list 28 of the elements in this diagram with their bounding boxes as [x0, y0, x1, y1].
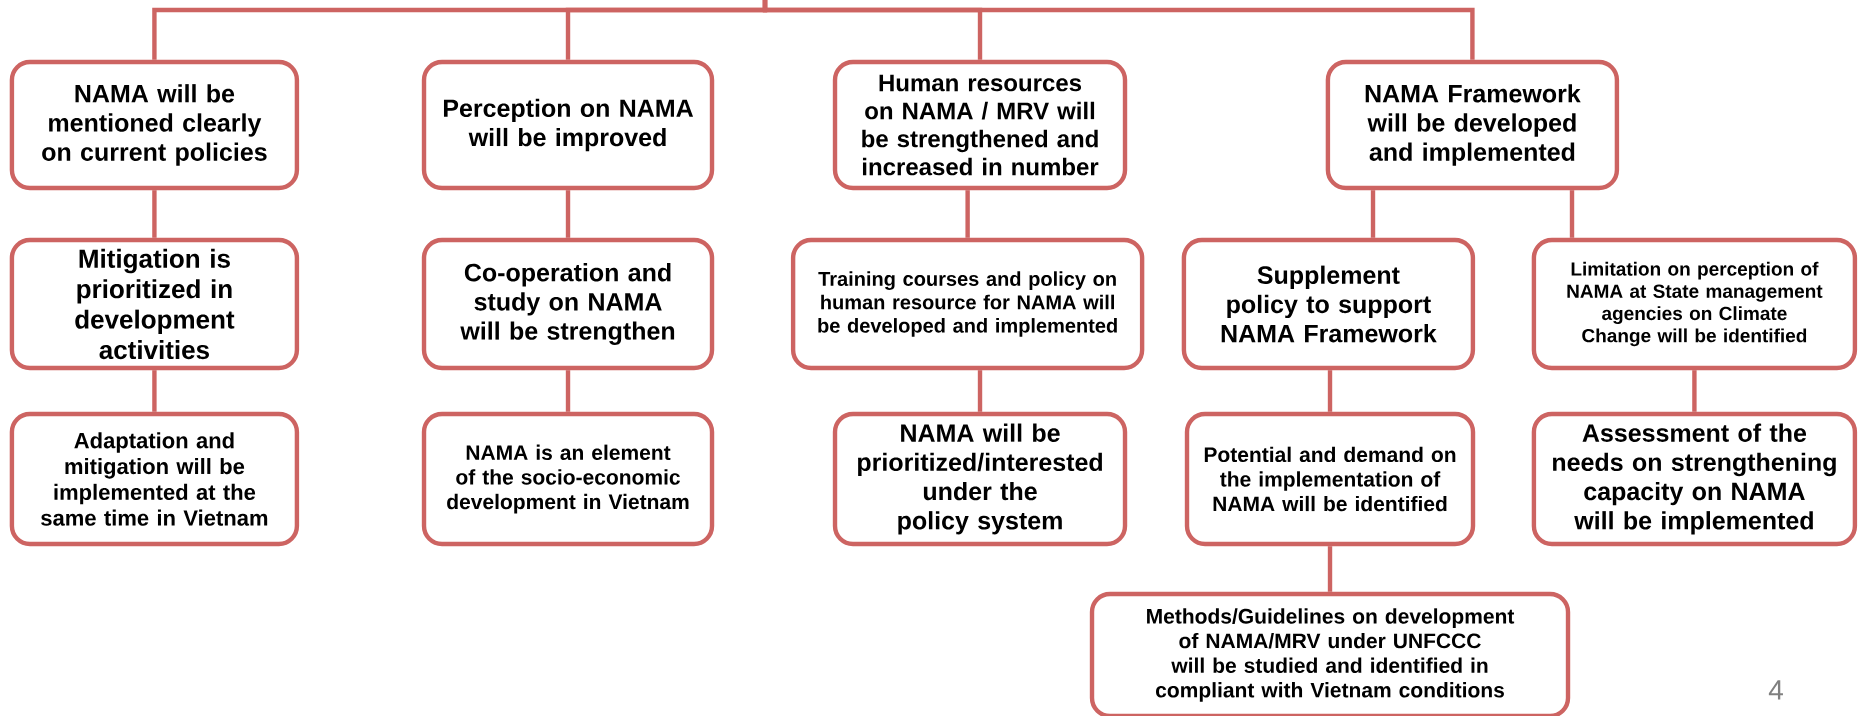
text-box: Adaptation and mitigation will be implemented at the same time in Vietnam — [9, 411, 300, 547]
connector-line — [152, 370, 157, 412]
connector-line — [565, 370, 571, 412]
text-box: Methods/Guidelines on development of NAMA/MRV under UNFCCC will be studied and identified in compliant with Vietnam conditions — [1089, 591, 1571, 716]
text-box: NAMA is an element of the socio-economic development in Vietnam — [421, 411, 715, 547]
connector-line — [1327, 370, 1333, 412]
connector-line — [977, 370, 983, 412]
connector-line — [762, 0, 1475, 60]
connector-line — [1692, 370, 1697, 412]
connector-line — [1370, 190, 1376, 238]
page-number: 4 — [1768, 680, 1783, 700]
connector-line — [1569, 190, 1575, 238]
text-box: Training courses and policy on human resource for NAMA will be developed and implemented — [790, 237, 1145, 371]
connector-line — [965, 190, 970, 238]
text-box: NAMA will be mentioned clearly on current policies — [9, 59, 300, 191]
connector-line — [152, 190, 157, 238]
text-box: Supplement policy to support NAMA Framework — [1181, 237, 1476, 371]
text-box: Co-operation and study on NAMA will be strengthen — [421, 237, 715, 371]
text-box: Potential and demand on the implementation of NAMA will be identified — [1184, 411, 1476, 547]
connector-line — [565, 190, 571, 238]
text-box: Mitigation is prioritized in development activities — [9, 237, 300, 371]
text-box: Perception on NAMA will be improved — [421, 59, 715, 191]
text-box: Human resources on NAMA / MRV will be strengthened and increased in number — [832, 59, 1128, 191]
text-box: NAMA Framework will be developed and implemented — [1325, 59, 1620, 191]
text-box: NAMA will be prioritized/interested under the policy system — [832, 411, 1128, 547]
text-box: Assessment of the needs on strengthening capacity on NAMA will be implemented — [1531, 411, 1858, 547]
connector-line — [1327, 546, 1333, 592]
text-box: Limitation on perception of NAMA at State management agencies on Climate Change will be identified — [1531, 237, 1858, 371]
